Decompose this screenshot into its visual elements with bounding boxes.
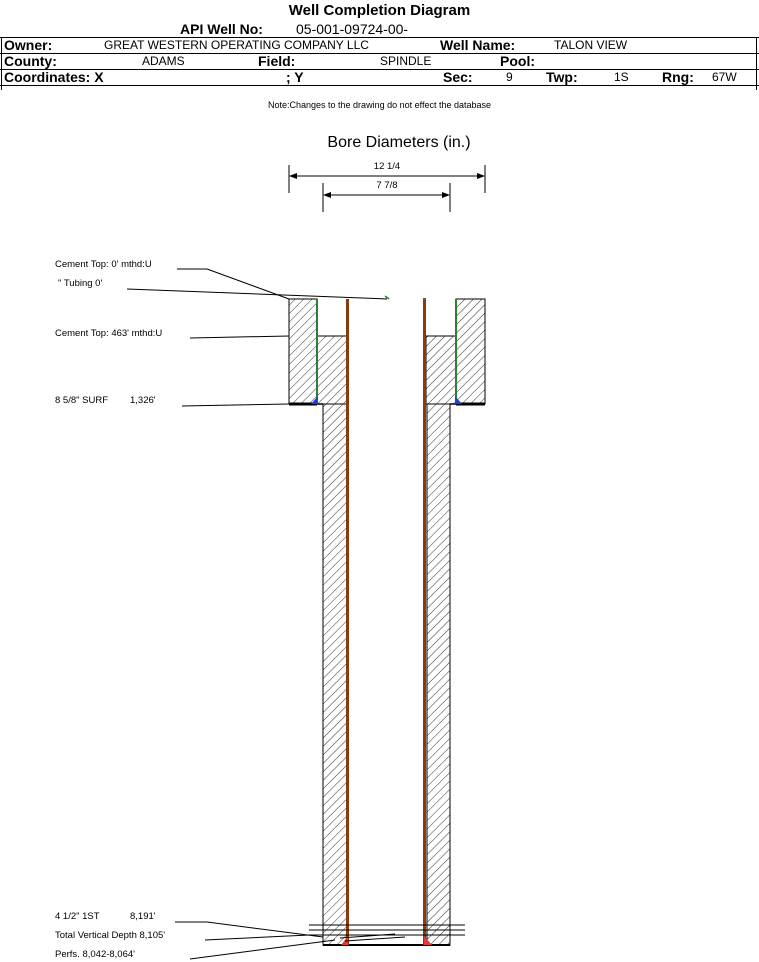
depth-markers bbox=[309, 924, 465, 942]
annotation-production-casing: 4 1/2" 1ST 8,191' bbox=[55, 911, 324, 938]
rng-label: Rng: bbox=[662, 69, 694, 85]
header-row-owner: Owner: GREAT WESTERN OPERATING COMPANY L… bbox=[0, 37, 759, 53]
county-value: ADAMS bbox=[142, 54, 185, 68]
bore-inner-label: 7 7/8 bbox=[376, 180, 397, 191]
surface-cement bbox=[288, 298, 486, 406]
owner-label: Owner: bbox=[4, 37, 53, 53]
perfs-label: Perfs. 8,042-8,064' bbox=[55, 949, 135, 960]
rng-value: 67W bbox=[712, 70, 737, 84]
twp-label: Twp: bbox=[546, 69, 578, 85]
surface-casing-name: 8 5/8" SURF bbox=[55, 395, 108, 406]
api-label: API Well No: bbox=[180, 21, 263, 37]
well-name-value: TALON VIEW bbox=[554, 38, 628, 52]
field-value: SPINDLE bbox=[380, 54, 432, 68]
sec-label: Sec: bbox=[443, 69, 473, 85]
owner-value: GREAT WESTERN OPERATING COMPANY LLC bbox=[104, 38, 369, 52]
database-note: Note:Changes to the drawing do not effec… bbox=[268, 100, 491, 110]
header-frame bbox=[1, 38, 757, 90]
well-header-table: API Well No: 05-001-09724-00- Owner: GRE… bbox=[0, 22, 759, 86]
field-label: Field: bbox=[258, 53, 296, 69]
coords-x-label: Coordinates: X bbox=[4, 69, 104, 85]
sec-value: 9 bbox=[506, 70, 513, 84]
cement-top-0-label: Cement Top: 0' mthd:U bbox=[55, 259, 152, 270]
production-casing-shoe-left bbox=[341, 936, 348, 945]
cement-top-463-label: Cement Top: 463' mthd:U bbox=[55, 328, 162, 339]
header-row-county: County: ADAMS Field: SPINDLE Pool: bbox=[0, 53, 759, 69]
bore-dimension-outer: 12 1/4 bbox=[288, 161, 486, 193]
diagram-title: Well Completion Diagram bbox=[288, 2, 471, 19]
well-name-label: Well Name: bbox=[440, 37, 516, 53]
production-casing-depth: 8,191' bbox=[130, 911, 156, 922]
header-row-coordinates: Coordinates: X ; Y Sec: 9 Twp: 1S Rng: 6… bbox=[0, 69, 759, 86]
api-value: 05-001-09724-00- bbox=[296, 21, 409, 37]
annotation-cement-top-0: Cement Top: 0' mthd:U bbox=[55, 259, 290, 300]
annotation-perfs: Perfs. 8,042-8,064' bbox=[55, 939, 336, 960]
coords-y-label: ; Y bbox=[286, 69, 304, 85]
annotation-surface-casing: 8 5/8" SURF 1,326' bbox=[55, 395, 290, 407]
bore-diameters-title: Bore Diameters (in.) bbox=[327, 134, 471, 151]
twp-value: 1S bbox=[614, 70, 629, 84]
bore-dimension-inner: 7 7/8 bbox=[322, 180, 451, 212]
surface-casing bbox=[311, 299, 462, 404]
tvd-label: Total Vertical Depth 8,105' bbox=[55, 930, 165, 941]
header-row-api: API Well No: 05-001-09724-00- bbox=[0, 22, 759, 37]
surface-casing-depth: 1,326' bbox=[130, 395, 156, 406]
production-casing-shoe-right bbox=[424, 936, 432, 945]
surface-casing-shoe-right bbox=[455, 396, 462, 404]
annotation-cement-top-463: Cement Top: 463' mthd:U bbox=[55, 328, 290, 339]
surface-casing-shoe-left bbox=[311, 396, 318, 404]
bore-outer-label: 12 1/4 bbox=[374, 161, 400, 172]
county-label: County: bbox=[4, 53, 57, 69]
annotation-tubing: " Tubing 0' bbox=[58, 278, 388, 300]
production-casing-name: 4 1/2" 1ST bbox=[55, 911, 100, 922]
annotation-total-vertical-depth: Total Vertical Depth 8,105' bbox=[55, 930, 310, 941]
production-casing bbox=[341, 295, 432, 945]
tubing-label: " Tubing 0' bbox=[58, 278, 102, 289]
production-cement bbox=[317, 403, 456, 946]
pool-label: Pool: bbox=[500, 53, 535, 69]
